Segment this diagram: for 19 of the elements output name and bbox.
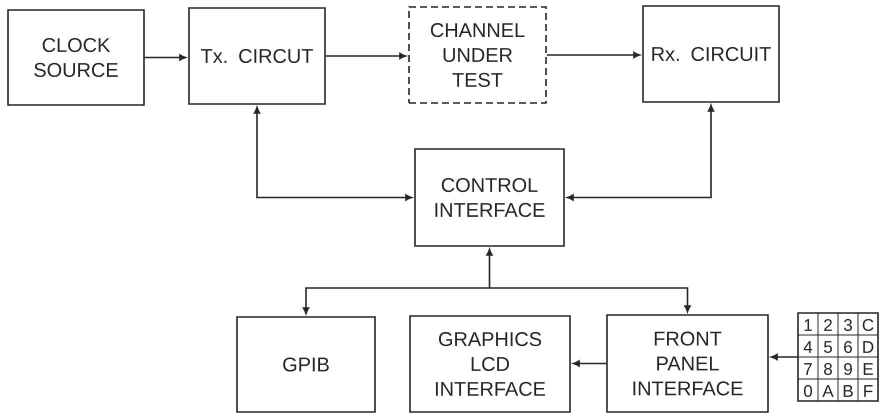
process-box: CLOCK SOURCE — [7, 9, 145, 106]
arrow — [254, 106, 412, 201]
arrow — [572, 360, 606, 367]
process-box: CONTROL INTERFACE — [414, 148, 565, 247]
process-box: GPIB — [236, 316, 376, 413]
arrow — [566, 104, 714, 201]
dashed-box: CHANNEL UNDER TEST — [408, 6, 547, 104]
keypad: 1 2 3 C 4 5 6 D 7 8 9 E 0 A B F — [797, 312, 879, 402]
process-box: Rx. CIRCUIT — [642, 5, 780, 103]
arrow — [770, 354, 798, 360]
process-box: Tx. CIRCUT — [188, 7, 326, 105]
arrow — [326, 52, 406, 60]
arrow — [302, 287, 490, 314]
arrow — [490, 287, 691, 312]
arrow — [486, 248, 493, 288]
process-box: GRAPHICS LCD INTERFACE — [409, 315, 571, 413]
arrow — [546, 52, 640, 58]
arrow — [144, 54, 186, 61]
process-box: FRONT PANEL INTERFACE — [606, 314, 769, 413]
